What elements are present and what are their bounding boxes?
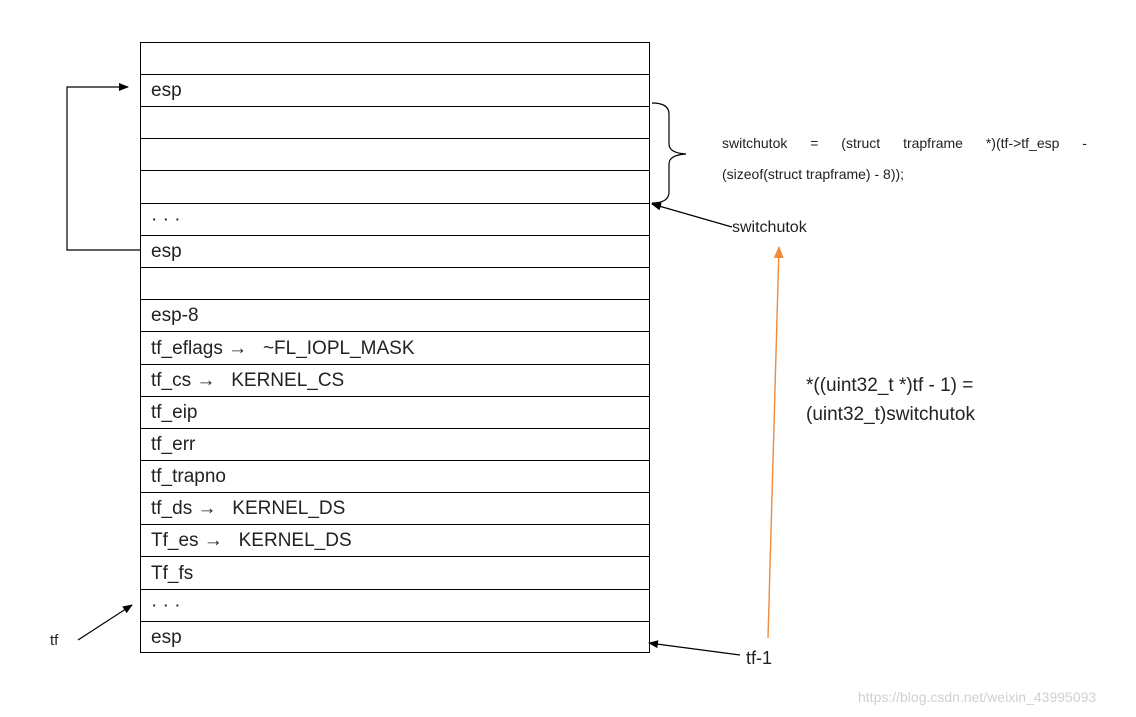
code-token: trapframe	[903, 135, 963, 151]
stack-cell: Tf_fs	[141, 556, 649, 589]
switchutok-brace	[651, 102, 687, 204]
stack-cell: esp	[141, 74, 649, 106]
assign-code-line-1: *((uint32_t *)tf - 1) =	[806, 375, 974, 396]
switchutok-label: switchutok	[732, 219, 807, 236]
stack-cell: Tf_es → KERNEL_DS	[141, 524, 649, 556]
switchutok-code-line-1: switchutok = (struct trapframe *)(tf->tf…	[722, 128, 1087, 159]
code-token: -	[1082, 135, 1087, 151]
switchutok-code-annotation: switchutok = (struct trapframe *)(tf->tf…	[722, 128, 1087, 190]
tf-minus-1-label: tf-1	[746, 648, 773, 668]
switchutok-pointer-arrow	[651, 202, 733, 228]
stack-cell: tf_ds → KERNEL_DS	[141, 492, 649, 524]
stack-cell: · · ·	[141, 203, 649, 235]
code-token: switchutok	[722, 135, 788, 151]
code-token: *)(tf->tf_esp	[985, 135, 1060, 151]
tf-minus-1-pointer-arrow	[648, 640, 741, 656]
stack-cell: · · ·	[141, 589, 649, 621]
stack-cell	[141, 106, 649, 138]
stack-cell: tf_cs → KERNEL_CS	[141, 364, 649, 396]
code-token: (struct	[841, 135, 881, 151]
code-token: =	[810, 135, 819, 151]
switchutok-code-line-2: (sizeof(struct trapframe) - 8));	[722, 166, 905, 182]
stack-cell: esp	[141, 235, 649, 267]
tf-pointer-arrow	[77, 604, 133, 641]
stack-cell	[141, 170, 649, 203]
stack-cell: tf_err	[141, 428, 649, 460]
esp-link-arrow	[66, 83, 140, 251]
return-address-code-annotation: *((uint32_t *)tf - 1) = (uint32_t)switch…	[806, 371, 975, 429]
stack-cell: tf_eflags → ~FL_IOPL_MASK	[141, 331, 649, 364]
watermark: https://blog.csdn.net/weixin_43995093	[858, 689, 1097, 705]
stack-cell: esp-8	[141, 299, 649, 331]
tf-label: tf	[50, 632, 59, 649]
assign-code-line-2: (uint32_t)switchutok	[806, 404, 975, 425]
stack-cell	[141, 267, 649, 299]
stack-cell: tf_trapno	[141, 460, 649, 492]
stack-cell: esp	[141, 621, 649, 653]
stack-cell	[141, 138, 649, 170]
return-address-arrow	[767, 246, 784, 639]
stack-cell: tf_eip	[141, 396, 649, 428]
